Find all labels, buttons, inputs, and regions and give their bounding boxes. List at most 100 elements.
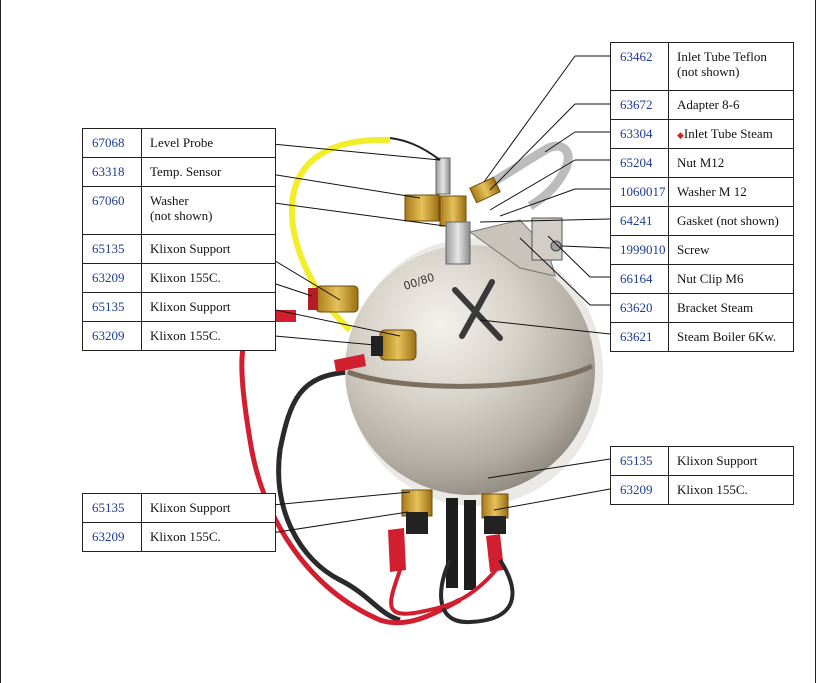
- part-number: 67060: [82, 186, 142, 235]
- part-row: 65135 Klixon Support: [82, 292, 276, 322]
- part-row: 63304◆Inlet Tube Steam: [610, 119, 794, 149]
- part-description: Klixon 155C.: [141, 263, 276, 293]
- leader-klixon-4: [493, 488, 611, 511]
- part-description: Nut Clip M6: [668, 264, 794, 294]
- leader-inlet-tube-steam-b: [544, 131, 576, 153]
- black-wire: [276, 369, 401, 623]
- leader-klixon-support-2: [251, 304, 401, 337]
- klixon-cap-middle: [371, 336, 383, 356]
- heater-lead-a: [446, 498, 458, 588]
- black-wire-bottom: [439, 558, 515, 625]
- red-bullet-icon: ◆: [677, 130, 684, 140]
- frame-right-edge: [815, 0, 816, 683]
- part-number: 63209: [82, 522, 142, 552]
- leader-screw: [561, 245, 611, 249]
- part-description: Washer M 12: [668, 177, 794, 207]
- part-number: 65135: [82, 493, 142, 523]
- steam-boiler: [345, 245, 595, 495]
- part-description: Inlet Tube Teflon (not shown): [668, 42, 794, 91]
- part-number: 63621: [610, 322, 669, 352]
- leader-nut-clip-b: [547, 235, 591, 278]
- leader-level-probe: [251, 141, 441, 161]
- red-wire: [239, 315, 462, 626]
- leader-boiler: [479, 319, 611, 335]
- part-description: Washer (not shown): [141, 186, 276, 235]
- part-number: 63304: [610, 119, 669, 149]
- part-description: Klixon 155C.: [141, 321, 276, 351]
- part-number: 63209: [82, 263, 142, 293]
- red-wire-bottom: [389, 568, 498, 616]
- temp-sensor-nut: [404, 194, 440, 222]
- leader-gasket: [479, 218, 611, 223]
- part-description: Klixon Support: [141, 292, 276, 322]
- leader-nut-b: [489, 159, 576, 211]
- leader-inlet-tube-teflon-b: [483, 55, 576, 183]
- part-number: 65135: [610, 446, 669, 476]
- part-description: Gasket (not shown): [668, 206, 794, 236]
- part-description: Level Probe: [141, 128, 276, 158]
- level-probe-body: [435, 157, 451, 195]
- part-number: 67068: [82, 128, 142, 158]
- part-number: 66164: [610, 264, 669, 294]
- klixon-bottom-left-body: [406, 512, 428, 534]
- part-description: Klixon Support: [141, 493, 276, 523]
- frame-left-edge: [0, 0, 1, 683]
- heater-lead-b: [464, 500, 476, 590]
- steam-bracket: [468, 219, 556, 277]
- part-number: 1999010: [610, 235, 669, 265]
- klixon-cap-upper: [308, 288, 318, 310]
- part-number: 63620: [610, 293, 669, 323]
- leader-klixon-3: [251, 511, 409, 537]
- klixon-bottom-right-body: [484, 516, 506, 534]
- leader-klixon-support-3: [251, 491, 411, 508]
- red-terminal-mid: [334, 354, 366, 372]
- part-number: 65135: [82, 292, 142, 322]
- part-description: Temp. Sensor: [141, 157, 276, 187]
- nut-clip: [531, 217, 563, 261]
- adapter-fitting: [469, 176, 501, 204]
- part-number: 65204: [610, 148, 669, 178]
- part-number: 63318: [82, 157, 142, 187]
- part-description: Screw: [668, 235, 794, 265]
- part-number: 63462: [610, 42, 669, 91]
- boiler-weld-seam: [347, 363, 594, 389]
- inlet-tube-steam: [477, 141, 573, 210]
- leader-bracket-b: [519, 237, 591, 306]
- marker-cross-b: [459, 279, 495, 339]
- red-terminal-bottom-left: [388, 528, 406, 572]
- part-description: Klixon Support: [141, 234, 276, 264]
- klixon-support-middle: [379, 329, 417, 361]
- part-description: Klixon 155C.: [668, 475, 794, 505]
- part-number: 63209: [82, 321, 142, 351]
- leader-washer-m12-b: [499, 188, 576, 217]
- central-tube: [445, 221, 471, 265]
- level-probe-wire: [389, 137, 441, 161]
- part-number: 63209: [610, 475, 669, 505]
- part-description: Adapter 8-6: [668, 90, 794, 120]
- part-description: Klixon 155C.: [141, 522, 276, 552]
